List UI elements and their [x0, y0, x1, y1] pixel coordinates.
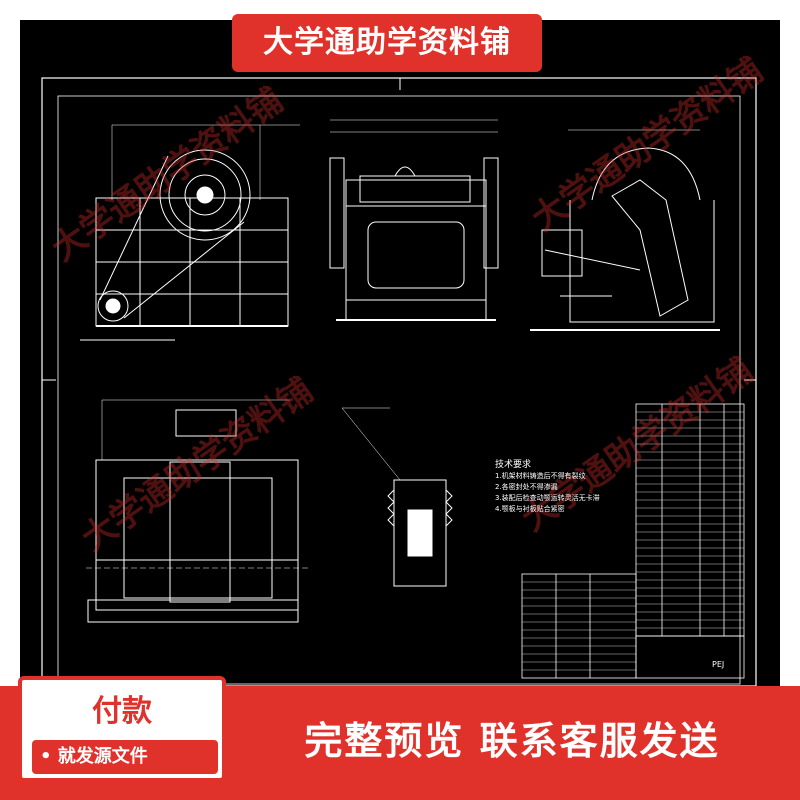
note-3: 3.装配后检查动颚运转灵活无卡滞 — [495, 494, 600, 502]
top-view — [86, 399, 310, 623]
notes-title: 技术要求 — [495, 460, 532, 470]
drawing-sheet — [20, 20, 780, 700]
payment-title: 付款 — [92, 694, 152, 729]
front-view — [80, 124, 300, 341]
footer-text: 完整预览 联系客服发送 — [304, 719, 720, 763]
technical-notes: 技术要求 1.机架材料铸造后不得有裂纹 2.各密封处不得渗漏 3.装配后检查动颚… — [495, 460, 600, 515]
payment-subtitle: • 就发源文件 — [32, 740, 218, 774]
section-view — [530, 129, 720, 331]
sheet-code: PEJ — [712, 660, 725, 669]
parts-list-bottom — [521, 573, 745, 679]
note-4: 4.颚板与衬板贴合紧密 — [495, 505, 565, 513]
side-view — [329, 119, 499, 321]
payment-box[interactable]: 付款 • 就发源文件 — [18, 676, 226, 782]
note-1: 1.机架材料铸造后不得有裂纹 — [495, 472, 586, 480]
table-rows — [522, 411, 744, 671]
pulley-detail — [341, 407, 453, 587]
note-2: 2.各密封处不得渗漏 — [495, 483, 558, 491]
shop-banner: 大学通助学资料铺 — [232, 14, 542, 72]
